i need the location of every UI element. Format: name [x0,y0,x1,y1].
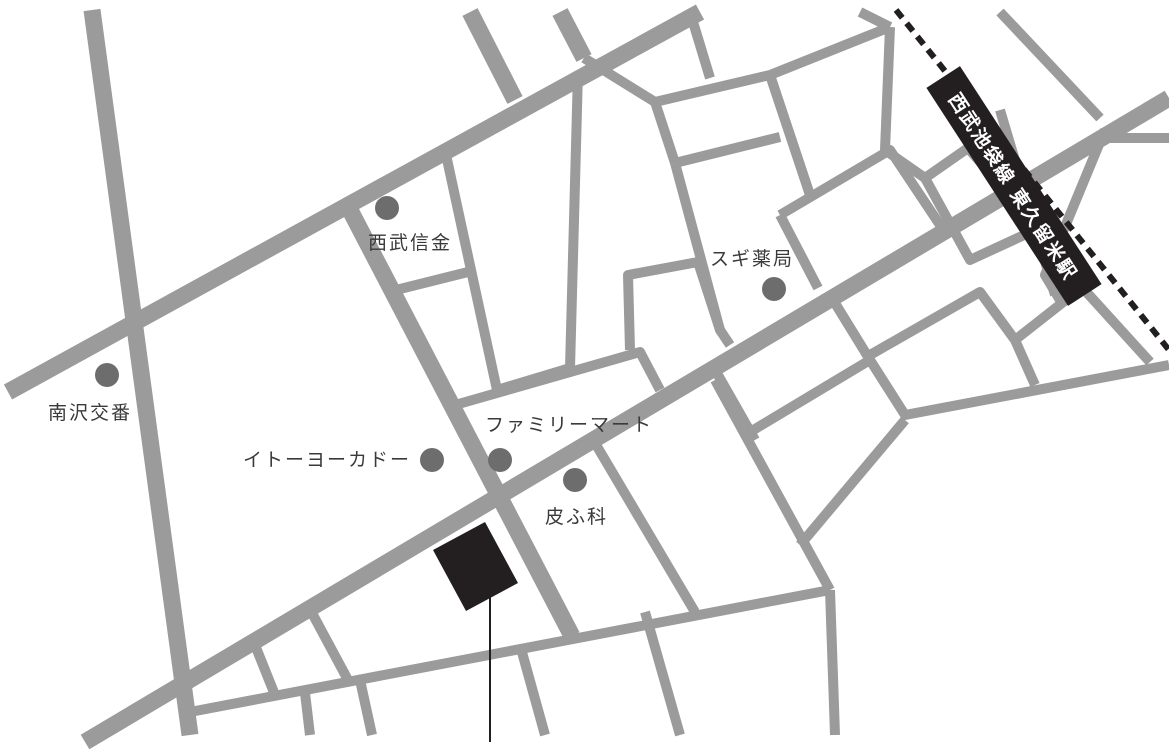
street [1040,128,1110,303]
familymart-marker [488,448,512,472]
street [996,8,1104,122]
street [825,589,840,736]
street [590,440,700,615]
street [355,678,377,737]
poi-markers [95,196,786,492]
sugi-pharmacy-marker [762,277,786,301]
railway-line [893,8,1169,352]
street [189,585,831,717]
street [650,100,680,165]
street [1076,281,1154,366]
main-avenue-upper [3,4,705,400]
street [920,175,1038,265]
street [581,22,892,107]
street [777,145,945,228]
west-road [83,8,199,737]
street [623,257,725,351]
street [825,292,1169,420]
street [565,71,583,369]
street [867,287,1040,388]
landmark-label-seibu-shinkin: 西武信金 [368,232,453,254]
street [300,692,315,736]
street [796,416,909,549]
street [710,377,835,593]
landmark-label-familymart: ファミリーマート [485,414,654,436]
north-road-right [552,8,592,62]
landmark-label-minamisawa-koban: 南沢交番 [48,402,133,424]
landmark-label-ito-yokado: イトーヨーカドー [242,449,411,471]
destination-building-marker-icon [433,522,518,742]
landmark-label-sugi-pharmacy: スギ薬局 [710,248,795,270]
roads [3,4,1169,750]
dermatology-marker [563,468,587,492]
street [640,610,685,737]
street [440,148,502,392]
street [250,643,280,697]
north-road-left [462,8,523,104]
ito-yokado-marker [420,448,444,472]
street [765,73,815,197]
central-road [342,206,580,640]
main-avenue-lower [80,90,1169,750]
seibu-shinkin-marker [375,196,399,220]
street [386,267,470,297]
street [685,10,715,80]
landmark-label-dermatology: 皮ふ科 [545,506,609,528]
street [857,7,893,32]
street [515,643,550,737]
street [775,212,823,291]
street [495,363,572,395]
street [742,355,873,440]
minamisawa-koban-marker [95,363,119,387]
street [307,610,353,683]
street [673,132,782,168]
